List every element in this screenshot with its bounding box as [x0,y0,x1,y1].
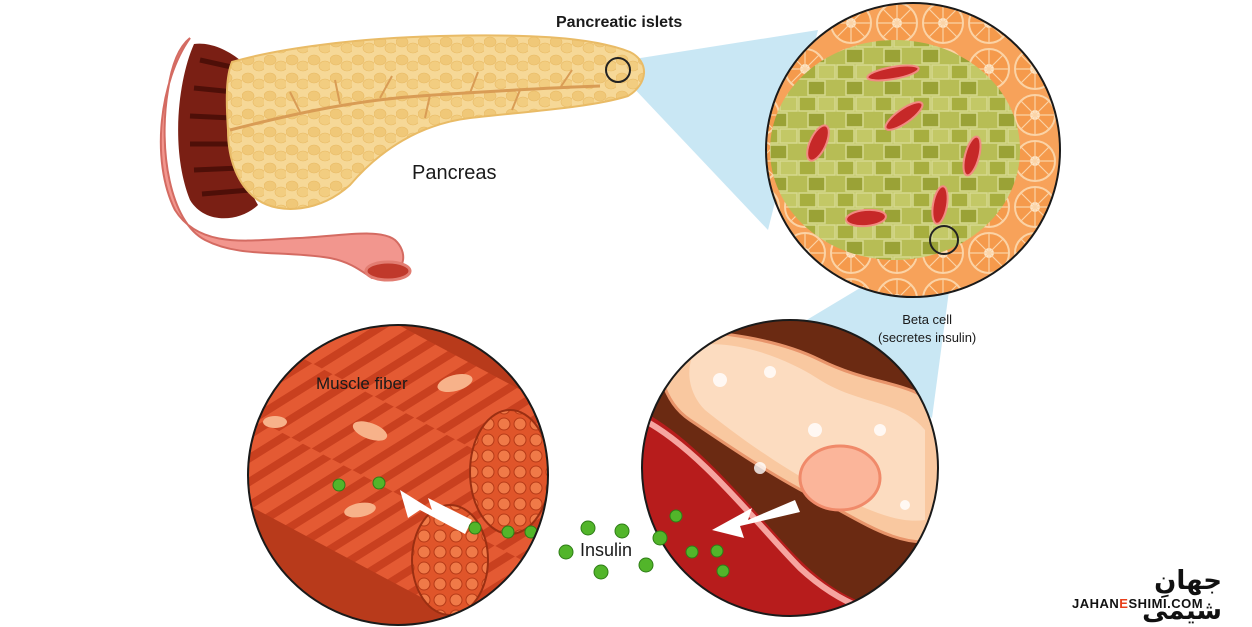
insulin-molecule [615,524,629,538]
insulin-molecule [653,531,667,545]
watermark-logo: جهانِ شیمی JAHANESHIMI.COM [1072,566,1232,616]
insulin-granule [333,479,345,491]
beta-cell-nucleus [800,446,880,510]
insulin-molecule [639,558,653,572]
label-pancreatic-islets: Pancreatic islets [556,14,682,32]
insulin-granule [686,546,698,558]
label-muscle-fiber: Muscle fiber [316,374,408,394]
insulin-granule [469,522,481,534]
insulin-granule [670,510,682,522]
label-beta-cell-line1: Beta cell [878,311,976,329]
insulin-granule [717,565,729,577]
insulin-granule [373,477,385,489]
insulin-molecule [581,521,595,535]
label-beta-cell-line2: (secretes insulin) [878,329,976,347]
label-pancreas: Pancreas [412,162,497,185]
label-insulin: Insulin [580,540,632,561]
muscle-fiber-magnified-view [211,256,569,627]
muscle-fiber-end [470,410,550,534]
watermark-latin-left: JAHAN [1072,596,1119,611]
insulin-granule [711,545,723,557]
watermark-latin-text: JAHANESHIMI.COM [1072,596,1203,611]
label-beta-cell: Beta cell (secretes insulin) [878,311,976,347]
watermark-latin-right: SHIMI.COM [1128,596,1203,611]
insulin-molecule [559,545,573,559]
insulin-molecule [594,565,608,579]
insulin-granule [502,526,514,538]
